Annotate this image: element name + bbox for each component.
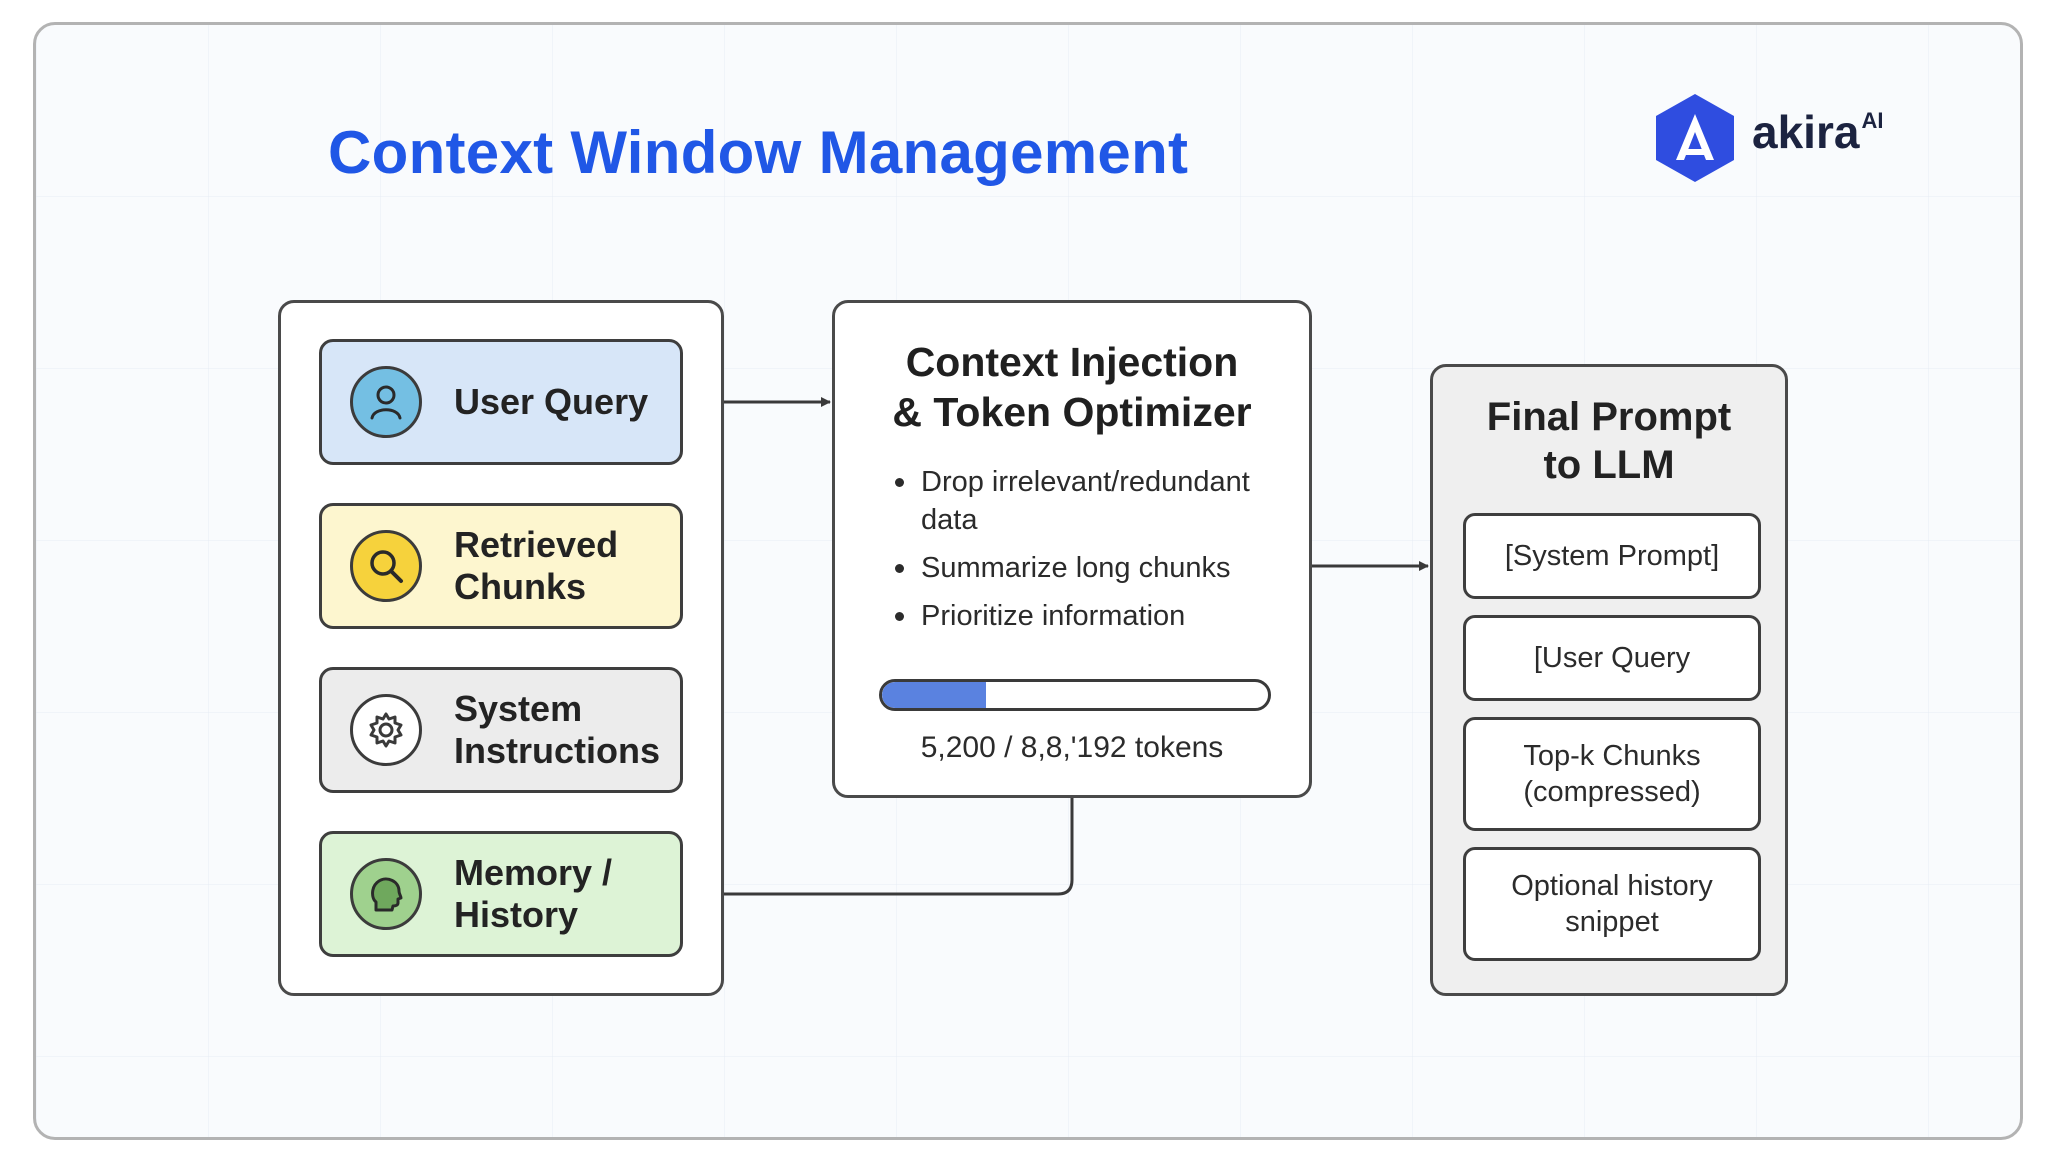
optimizer-steps: Drop irrelevant/redundant data Summarize… [889,463,1287,645]
brand-name: akiraAI [1752,106,1884,158]
token-count-label: 5,200 / 8,8,'192 tokens [920,731,1224,764]
token-optimizer-panel: Context Injection & Token Optimizer Drop… [832,300,1312,798]
optimizer-title: Context Injection & Token Optimizer [892,339,1252,435]
source-label: User Query [454,381,649,422]
brand-superscript: AI [1861,108,1884,133]
search-icon [370,550,403,583]
source-user-query-icon-circle [350,366,422,438]
final-item-system-prompt: [System Prompt] [1463,513,1761,599]
token-usage-fill [882,682,987,708]
source-system-instructions: System Instructions [319,667,683,793]
source-system-instructions-icon-circle [350,694,422,766]
gear-icon [369,712,403,748]
diagram-title: Context Window Management [328,119,1189,186]
optimizer-step: Prioritize information [889,597,1287,635]
final-item-user-query: [User Query [1463,615,1761,701]
source-retrieved-chunks-icon-circle [350,530,422,602]
final-prompt-title: Final Prompt to LLM [1486,395,1732,487]
final-item-history-snippet: Optional history snippet [1463,847,1761,961]
akira-logo-icon [1656,94,1734,182]
optimizer-step: Drop irrelevant/redundant data [889,463,1287,539]
source-memory-history-icon-circle [350,858,422,930]
optimizer-step: Summarize long chunks [889,549,1287,587]
brand-logo: akiraAI [1652,90,1883,186]
final-item-top-k-chunks: Top-k Chunks (compressed) [1463,717,1761,831]
source-label: Memory / History [454,852,613,935]
final-prompt-panel: Final Prompt to LLM [System Prompt] [Use… [1430,364,1788,996]
source-label: Retrieved Chunks [454,524,619,607]
token-usage-bar [879,679,1271,711]
source-memory-history: Memory / History [319,831,683,957]
context-sources-panel: User Query Retrieved Chunks System Instr… [278,300,724,996]
source-user-query: User Query [319,339,683,465]
head-icon [371,877,403,912]
user-icon [370,385,402,420]
source-retrieved-chunks: Retrieved Chunks [319,503,683,629]
source-label: System Instructions [454,688,661,771]
